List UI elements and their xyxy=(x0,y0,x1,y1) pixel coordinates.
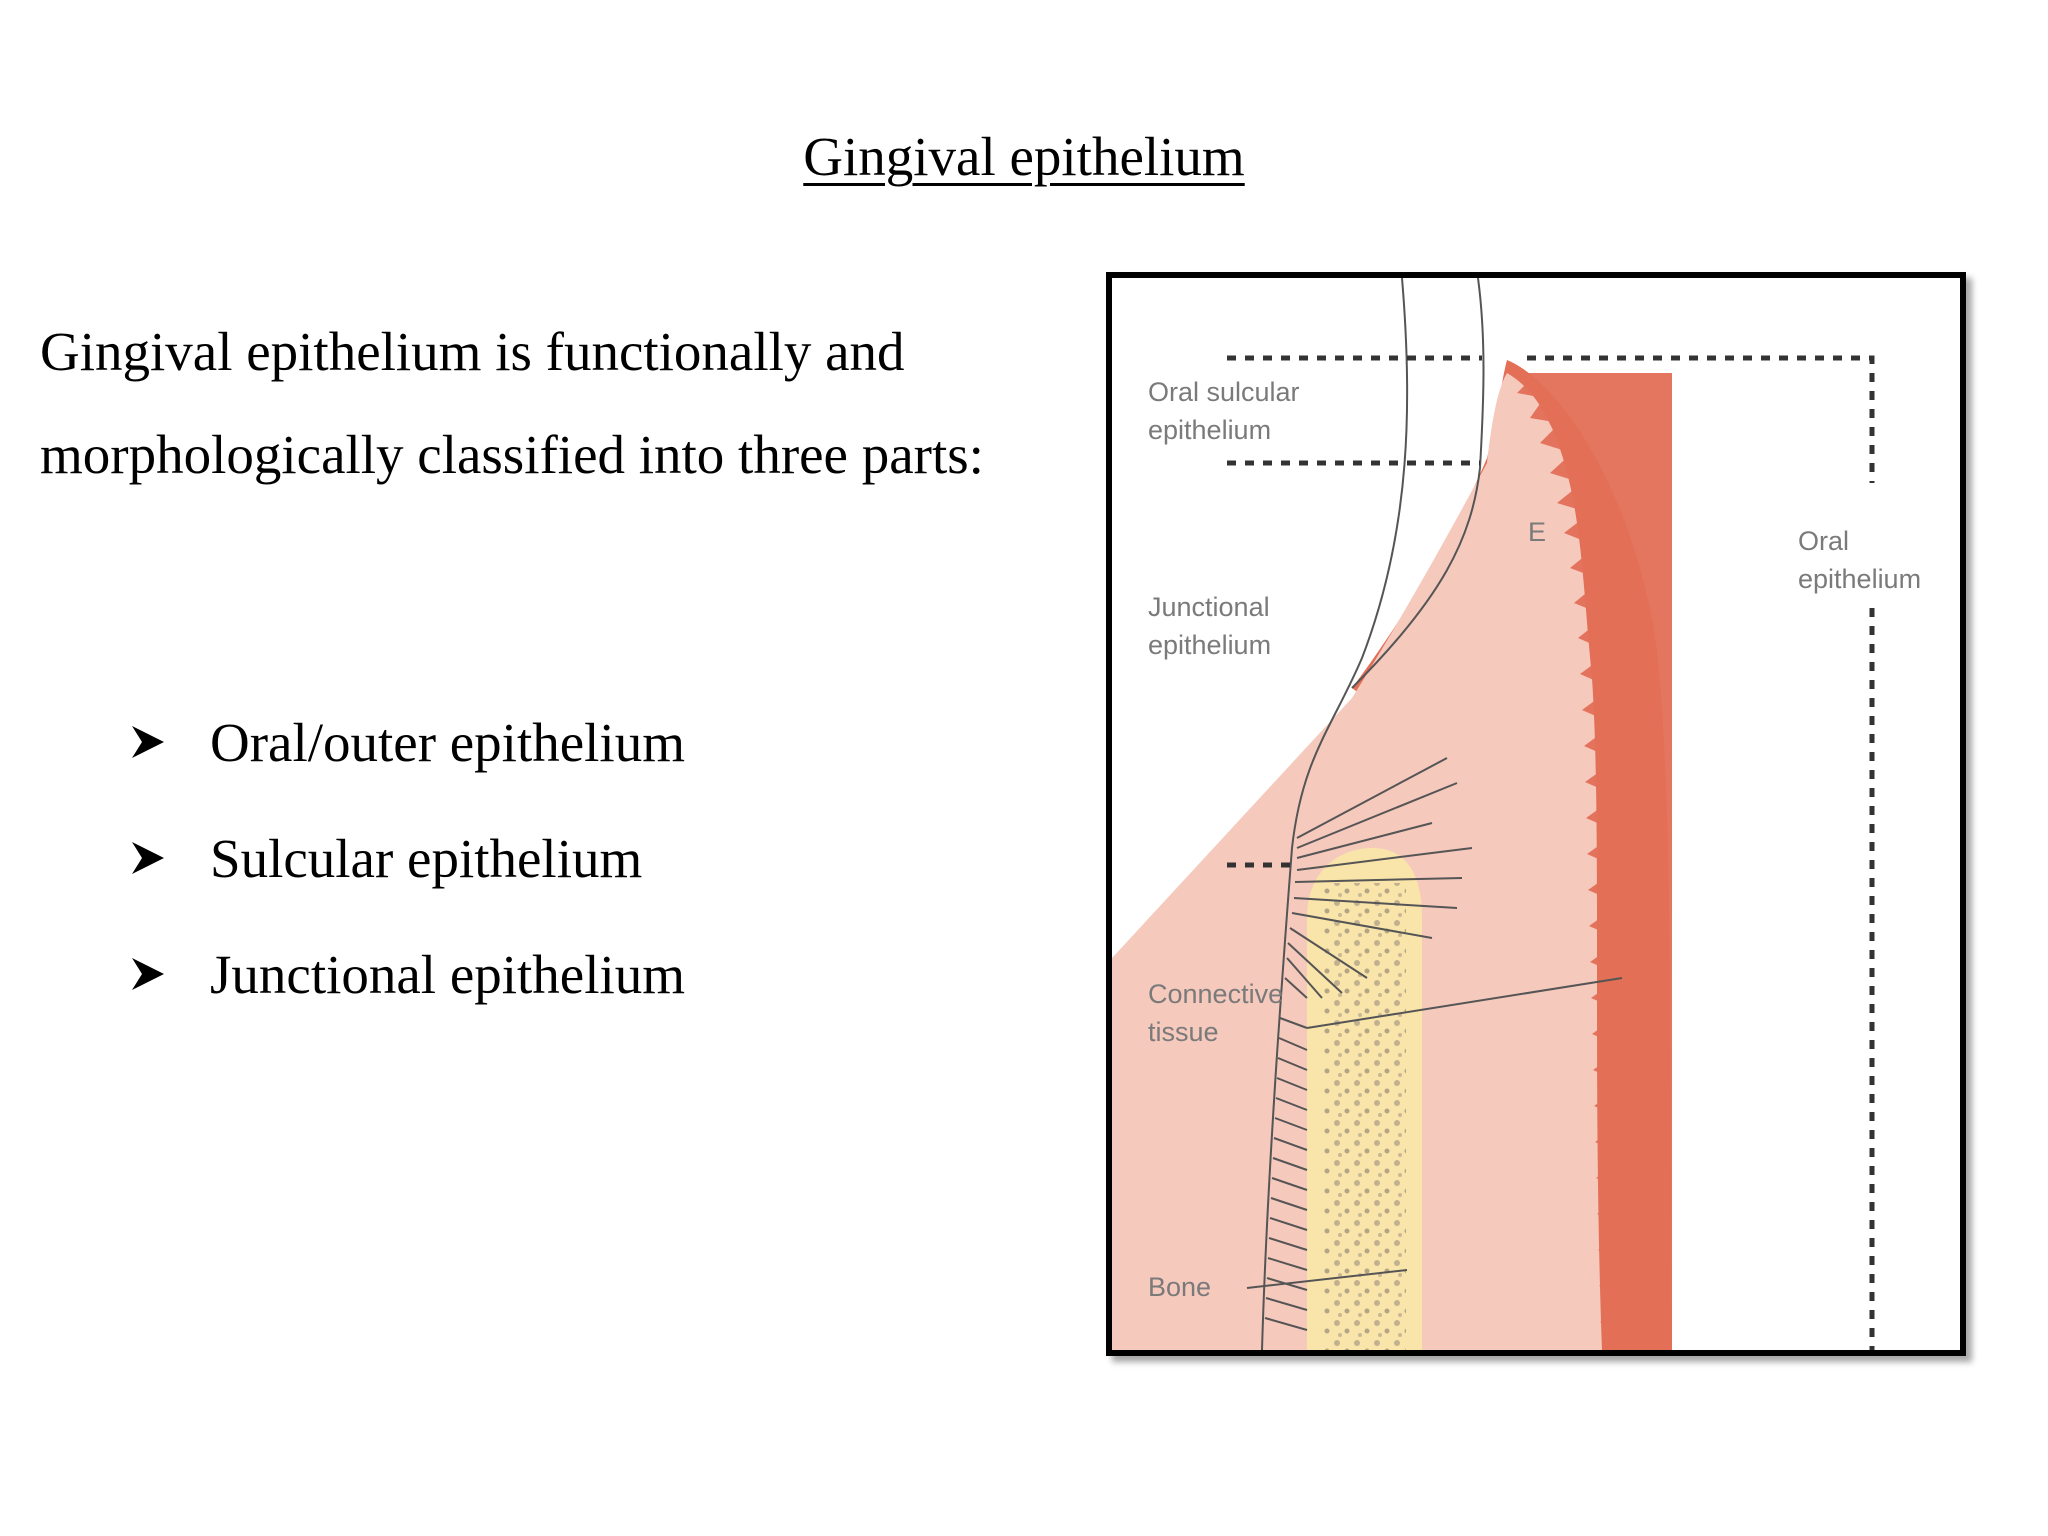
sulcus-line xyxy=(1351,278,1485,689)
tooth-surface-line xyxy=(1261,278,1409,1350)
intro-text: Gingival epithelium is functionally and … xyxy=(40,300,1080,506)
bone-leader xyxy=(1246,1269,1408,1289)
connective-tissue-leader xyxy=(1306,977,1623,1029)
region-dashed-lines xyxy=(1227,355,1875,1350)
label-junctional-2: epithelium xyxy=(1148,630,1271,660)
bullet-item-junctional: Junctional epithelium xyxy=(130,916,685,1032)
bullet-list: Oral/outer epithelium Sulcular epitheliu… xyxy=(130,684,685,1032)
arrow-bullet-icon xyxy=(130,838,210,878)
label-connective: Connective xyxy=(1148,979,1283,1009)
intro-line-1: Gingival epithelium is functionally and xyxy=(40,321,905,382)
bullet-label: Oral/outer epithelium xyxy=(210,711,685,773)
bullet-item-sulcular: Sulcular epithelium xyxy=(130,800,685,916)
label-oral-sulcular-2: epithelium xyxy=(1148,415,1271,445)
slide-title: Gingival epithelium xyxy=(803,126,1245,187)
bullet-label: Sulcular epithelium xyxy=(210,827,643,889)
bullet-label: Junctional epithelium xyxy=(210,943,686,1005)
arrow-bullet-icon xyxy=(130,954,210,994)
label-oral: Oral xyxy=(1798,526,1849,556)
periodontal-fibers xyxy=(1264,1017,1308,1331)
intro-line-2: morphologically classified into three pa… xyxy=(40,424,984,485)
gingival-fibers xyxy=(1284,757,1473,999)
rete-ridges xyxy=(1507,373,1672,1350)
label-oral-2: epithelium xyxy=(1798,564,1921,594)
gingiva-diagram-frame: Oral sulcular epithelium E Junctional ep… xyxy=(1106,272,1966,1356)
gingiva-diagram: Oral sulcular epithelium E Junctional ep… xyxy=(1112,278,1921,1350)
label-oral-sulcular: Oral sulcular xyxy=(1148,377,1300,407)
bone-texture xyxy=(1324,883,1406,1350)
label-connective-2: tissue xyxy=(1148,1017,1219,1047)
label-junctional: Junctional xyxy=(1148,592,1270,622)
bullet-item-oral: Oral/outer epithelium xyxy=(130,684,685,800)
label-bone: Bone xyxy=(1148,1272,1211,1302)
arrow-bullet-icon xyxy=(130,722,210,762)
label-enamel: E xyxy=(1528,517,1546,547)
